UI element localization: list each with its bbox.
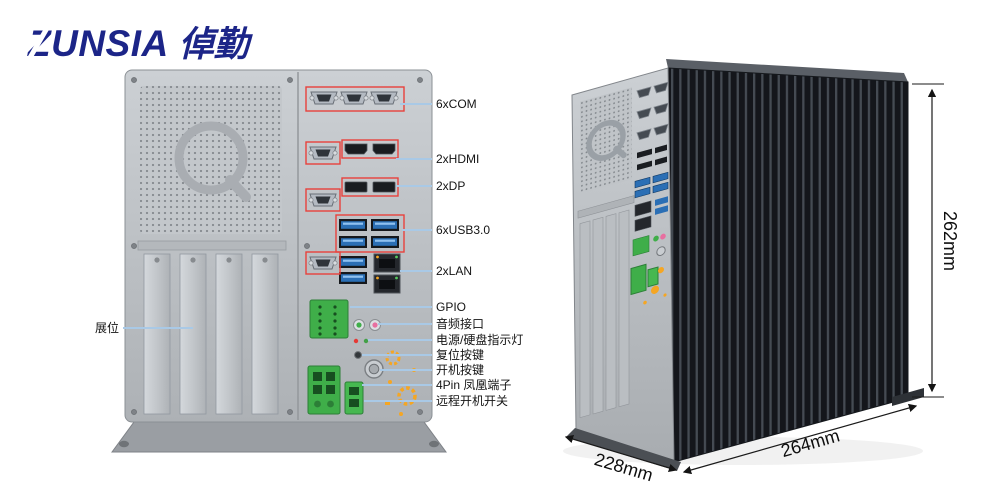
callout-line (400, 270, 432, 272)
iso-lan-ports (634, 196, 668, 232)
chassis-logo-icon (174, 121, 251, 202)
callout-phoenix: 4Pin 凤凰端子 (362, 376, 511, 393)
callout-line (396, 185, 432, 187)
iso-gpio-terminal (632, 235, 650, 257)
heatsink-foot (892, 388, 924, 406)
heatsink-top (666, 59, 908, 82)
callout-audio: 音频接口 (378, 315, 484, 332)
callout-usb: 6xUSB3.0 (402, 223, 490, 237)
callout-line (378, 322, 432, 325)
callout-line (396, 158, 432, 160)
iso-gear-decoration (643, 267, 667, 305)
callout-label: 远程开机开关 (436, 394, 509, 408)
iso-usb-ports (634, 171, 669, 199)
gear-decoration (385, 350, 417, 416)
brand-logo-text: ZUNSIA (28, 23, 169, 64)
callout-gpio: GPIO (350, 300, 466, 314)
iso-panel-content (577, 81, 669, 418)
callout-reset: 复位按键 (362, 346, 484, 363)
callout-line (402, 229, 432, 231)
callout-expansion-slots: 展位 (95, 319, 194, 336)
callout-line (400, 103, 432, 105)
callout-line (362, 383, 432, 386)
callout-remote-switch: 远程开机开关 (364, 392, 508, 409)
brand-logo-chinese: 倬勤 (178, 25, 249, 64)
annotation-box-hdmi (341, 139, 399, 159)
iso-chassis-logo-icon (586, 119, 627, 161)
callout-line (380, 368, 432, 371)
expansion-slot-covers (137, 240, 287, 415)
dp-ports (344, 181, 396, 193)
callout-label: 6xCOM (436, 97, 477, 111)
iso-phoenix-terminals (630, 263, 659, 296)
iso-audio-jacks (653, 233, 666, 242)
callout-line (364, 399, 432, 402)
callout-label: 开机按键 (436, 363, 485, 377)
annotation-boxes (305, 86, 405, 275)
hdmi-ports (344, 143, 396, 155)
callout-line (123, 326, 194, 329)
callout-label: 2xDP (436, 179, 466, 193)
callout-hdmi: 2xHDMI (396, 152, 479, 166)
callout-label: 4Pin 凤凰端子 (436, 378, 512, 392)
callout-label: 6xUSB3.0 (436, 223, 491, 237)
phoenix-terminal-4pin (307, 365, 341, 415)
annotation-box-com (305, 86, 405, 112)
heatsink-fins (667, 67, 909, 463)
iso-view-device: 262mm 228mm 264mm (563, 59, 958, 485)
iso-slot-covers (579, 209, 630, 418)
callout-line (368, 338, 432, 341)
dimension-height: 262mm (912, 83, 958, 398)
remote-power-terminal (344, 381, 364, 415)
dimension-height-label: 262mm (940, 211, 958, 271)
power-button (364, 359, 384, 379)
reset-button (354, 351, 362, 359)
callout-leds: 电源/硬盘指示灯 (368, 331, 523, 348)
annotation-box-dp (341, 177, 399, 197)
annotation-box-usb (335, 214, 405, 253)
callout-power: 开机按键 (380, 361, 484, 378)
callout-label: 音频接口 (436, 317, 485, 331)
callout-com: 6xCOM (400, 97, 477, 111)
callout-label: 2xHDMI (436, 152, 480, 166)
gpio-terminal (309, 299, 349, 339)
iso-display-ports (637, 144, 667, 171)
indicator-leds (353, 338, 369, 344)
callout-label: 展位 (95, 321, 120, 335)
callout-dp: 2xDP (396, 179, 465, 193)
front-view-device (111, 69, 447, 453)
callout-label: 复位按键 (436, 348, 485, 362)
iso-com-ports (636, 81, 669, 141)
mounting-flange (111, 421, 447, 453)
brand-logo: ZUNSIA 倬勤 (27, 12, 249, 67)
callout-label: 2xLAN (436, 264, 473, 278)
callout-label: GPIO (436, 300, 467, 314)
callout-line (362, 353, 432, 356)
iso-power-button (656, 246, 666, 257)
chassis-screws (131, 77, 423, 415)
callout-label: 电源/硬盘指示灯 (436, 333, 524, 347)
callout-line (350, 306, 432, 308)
audio-jacks (353, 319, 381, 331)
callout-lan: 2xLAN (400, 264, 472, 278)
vent-grille (140, 86, 282, 234)
